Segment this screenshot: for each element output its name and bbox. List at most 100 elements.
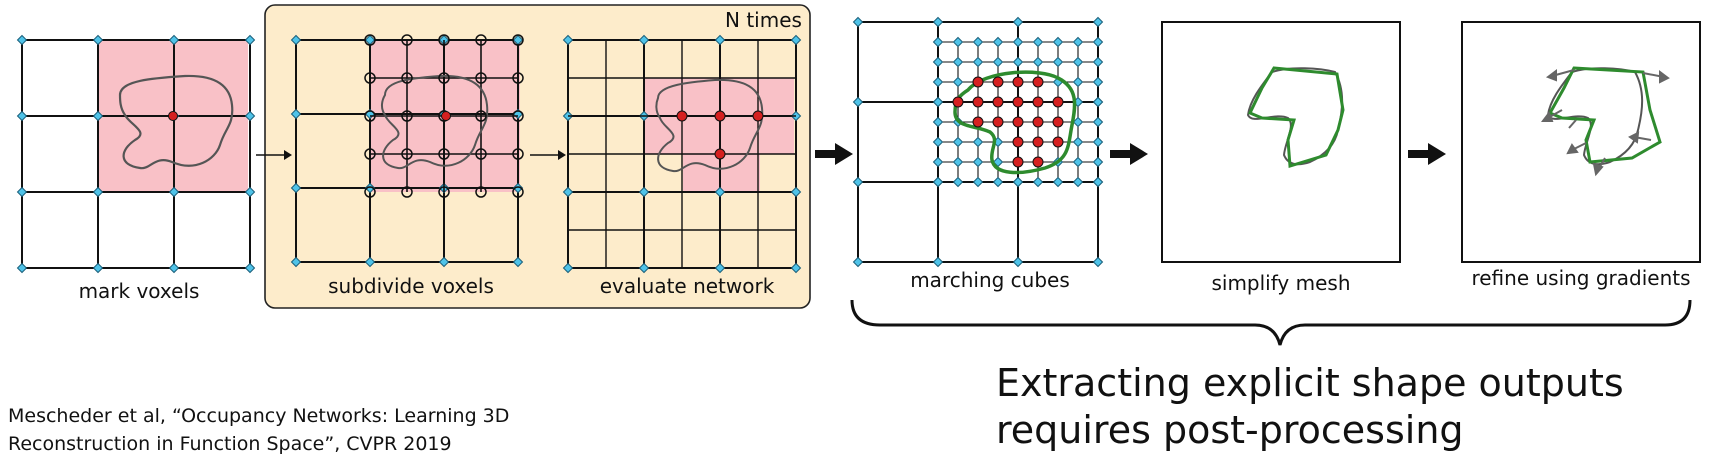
grid-node xyxy=(244,262,256,274)
grid-node xyxy=(852,176,864,188)
panel-simplify-mesh xyxy=(1161,21,1401,263)
grid-node xyxy=(562,262,574,274)
headline-line-1: Extracting explicit shape outputs xyxy=(996,361,1624,405)
grid-node xyxy=(790,34,802,46)
grid-node xyxy=(1092,96,1104,108)
grid-node xyxy=(512,256,524,268)
grid-node xyxy=(290,256,302,268)
grid-node xyxy=(932,96,944,108)
occupied-point xyxy=(972,76,984,88)
grid-node xyxy=(952,36,964,48)
occupied-point xyxy=(714,148,726,160)
grid-node xyxy=(972,156,984,168)
grid-node xyxy=(1072,56,1084,68)
grid-node xyxy=(1072,156,1084,168)
candidate-point xyxy=(512,148,524,160)
occupied-point xyxy=(441,111,451,121)
grid-node xyxy=(1012,16,1024,28)
occupied-point xyxy=(972,116,984,128)
shape-curve xyxy=(655,78,764,173)
candidate-point xyxy=(438,34,450,46)
grid-node xyxy=(952,76,964,88)
grid-node xyxy=(92,186,104,198)
grid-node xyxy=(972,56,984,68)
grid-node xyxy=(1092,176,1104,188)
arrow-5 xyxy=(1408,143,1446,165)
grid-node xyxy=(1092,56,1104,68)
candidate-point xyxy=(438,72,450,84)
occupied-point xyxy=(992,96,1004,108)
grid-node xyxy=(638,262,650,274)
candidate-point xyxy=(512,72,524,84)
panel-refine-gradients xyxy=(1461,21,1701,263)
grid-node xyxy=(1032,36,1044,48)
grid-node xyxy=(168,34,180,46)
grid-node xyxy=(1092,16,1104,28)
grid-node xyxy=(92,34,104,46)
shape-curve xyxy=(118,74,234,170)
grid-node xyxy=(290,182,302,194)
grid-node xyxy=(932,76,944,88)
bracket-brace xyxy=(850,299,1692,346)
grid-node xyxy=(852,256,864,268)
grid-node xyxy=(992,36,1004,48)
grid-node xyxy=(1052,56,1064,68)
grid-node xyxy=(932,136,944,148)
citation-line-1: Mescheder et al, “Occupancy Networks: Le… xyxy=(8,405,510,427)
occupied-point xyxy=(972,96,984,108)
grid-node xyxy=(438,256,450,268)
grid-node xyxy=(290,108,302,120)
grid-node xyxy=(92,110,104,122)
occupied-point xyxy=(1032,156,1044,168)
loop-label: N times xyxy=(725,8,802,32)
occupied-points xyxy=(676,110,764,160)
grid-node xyxy=(952,136,964,148)
candidate-point xyxy=(401,110,413,122)
headline: Extracting explicit shape outputs requir… xyxy=(996,360,1624,454)
grid-node xyxy=(932,156,944,168)
headline-line-2: requires post-processing xyxy=(996,408,1464,452)
candidate-point xyxy=(364,148,376,160)
grid-node xyxy=(168,186,180,198)
candidate-point xyxy=(475,186,487,198)
occupied-point xyxy=(1052,136,1064,148)
subdivided-grid xyxy=(290,34,524,268)
grid-node xyxy=(932,176,944,188)
candidate-point xyxy=(401,72,413,84)
candidate-point xyxy=(438,148,450,160)
grid-node xyxy=(1092,136,1104,148)
occupied-point xyxy=(992,76,1004,88)
grid-node xyxy=(16,186,28,198)
grid-node xyxy=(1012,56,1024,68)
grid-node xyxy=(952,56,964,68)
occupied-point xyxy=(752,110,764,122)
label-evaluate-network: evaluate network xyxy=(599,274,775,298)
evaluated-grid xyxy=(562,34,802,274)
grid-node xyxy=(932,116,944,128)
grid-node xyxy=(1072,116,1084,128)
refined-mesh xyxy=(1547,66,1662,164)
grid-node xyxy=(1072,136,1084,148)
grid-node xyxy=(952,156,964,168)
grid-node xyxy=(932,56,944,68)
grid-node xyxy=(1092,156,1104,168)
candidate-point xyxy=(475,72,487,84)
candidate-point xyxy=(401,186,413,198)
occupied-point xyxy=(952,96,964,108)
panel-mark-voxels xyxy=(16,34,256,274)
grid-node xyxy=(790,262,802,274)
grid-node xyxy=(1072,36,1084,48)
arrow-3 xyxy=(815,143,853,165)
grid-node xyxy=(1012,176,1024,188)
label-marching-cubes: marching cubes xyxy=(910,268,1070,292)
occupied-point xyxy=(1012,96,1024,108)
grid-node xyxy=(852,96,864,108)
candidate-point xyxy=(364,110,376,122)
occupied-point xyxy=(1032,96,1044,108)
grid-node xyxy=(562,186,574,198)
shape-curve xyxy=(381,74,489,170)
grid-node xyxy=(1092,116,1104,128)
grid-node xyxy=(92,262,104,274)
